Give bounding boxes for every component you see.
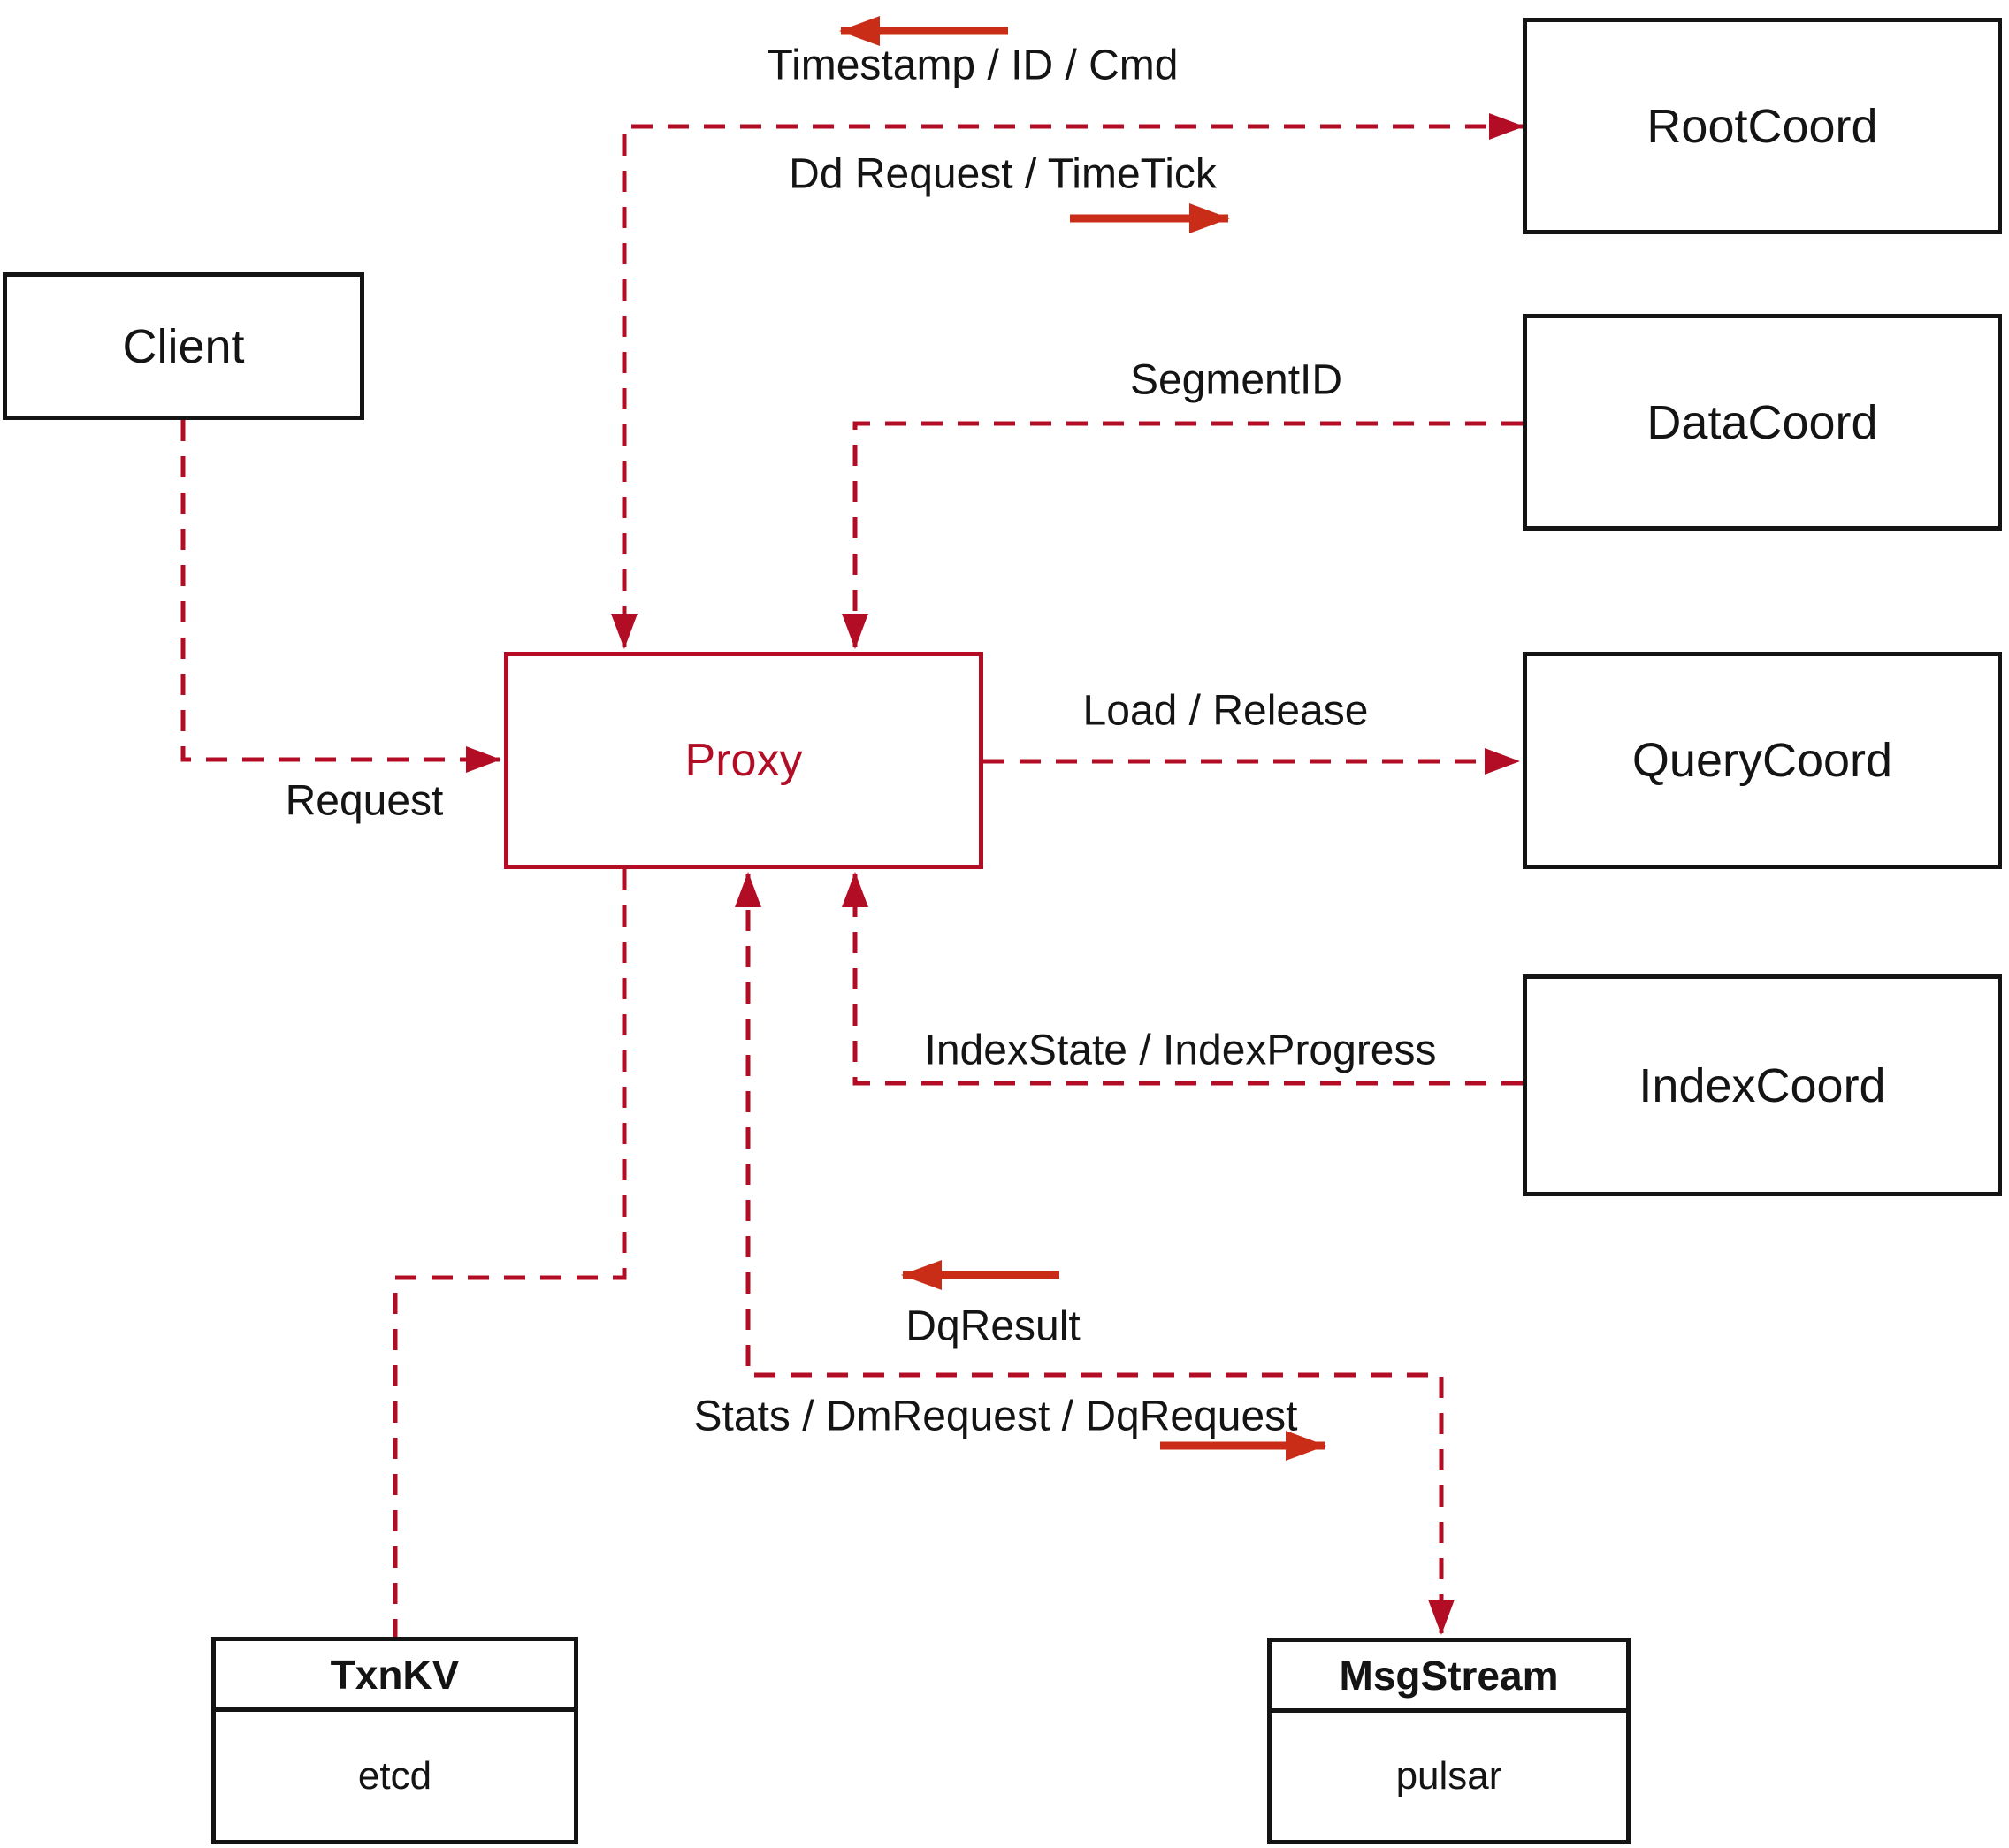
edge-label-segment-id: SegmentID [1129,356,1343,404]
edge-label-load-release: Load / Release [1082,687,1369,735]
node-txnkv-title: TxnKV [216,1641,574,1712]
node-indexcoord: IndexCoord [1523,974,2002,1196]
node-msgstream-subtitle: pulsar [1395,1754,1502,1798]
node-datacoord: DataCoord [1523,314,2002,531]
edge-client-proxy-request [180,420,501,773]
node-txnkv-subtitle: etcd [357,1753,432,1798]
edge-label-request: Request [285,777,444,825]
node-client-label: Client [122,319,245,373]
edge-datacoord-proxy-segmentid [842,421,1523,649]
edge-proxy-rootcoord [611,113,1524,649]
edge-label-timestamp: Timestamp / ID / Cmd [767,42,1179,89]
node-datacoord-label: DataCoord [1646,395,1878,449]
node-proxy: Proxy [504,652,983,869]
node-querycoord-label: QueryCoord [1631,734,1893,787]
node-txnkv: TxnKV etcd [211,1637,578,1844]
edge-label-index-state: IndexState / IndexProgress [924,1027,1437,1074]
edge-label-stats: Stats / DmRequest / DqRequest [693,1393,1298,1440]
node-msgstream: MsgStream pulsar [1267,1638,1631,1844]
edge-proxy-txnkv [393,869,627,1637]
node-querycoord: QueryCoord [1523,652,2002,869]
edge-proxy-msgstream-stats [735,872,1455,1635]
node-indexcoord-label: IndexCoord [1639,1058,1886,1112]
node-proxy-label: Proxy [684,735,803,786]
node-rootcoord: RootCoord [1523,18,2002,234]
edge-label-dd-request: Dd Request / TimeTick [789,150,1217,198]
edge-label-dq-result: DqResult [905,1302,1081,1350]
node-msgstream-title: MsgStream [1272,1642,1626,1713]
node-rootcoord-label: RootCoord [1646,99,1878,153]
node-client: Client [3,272,364,420]
